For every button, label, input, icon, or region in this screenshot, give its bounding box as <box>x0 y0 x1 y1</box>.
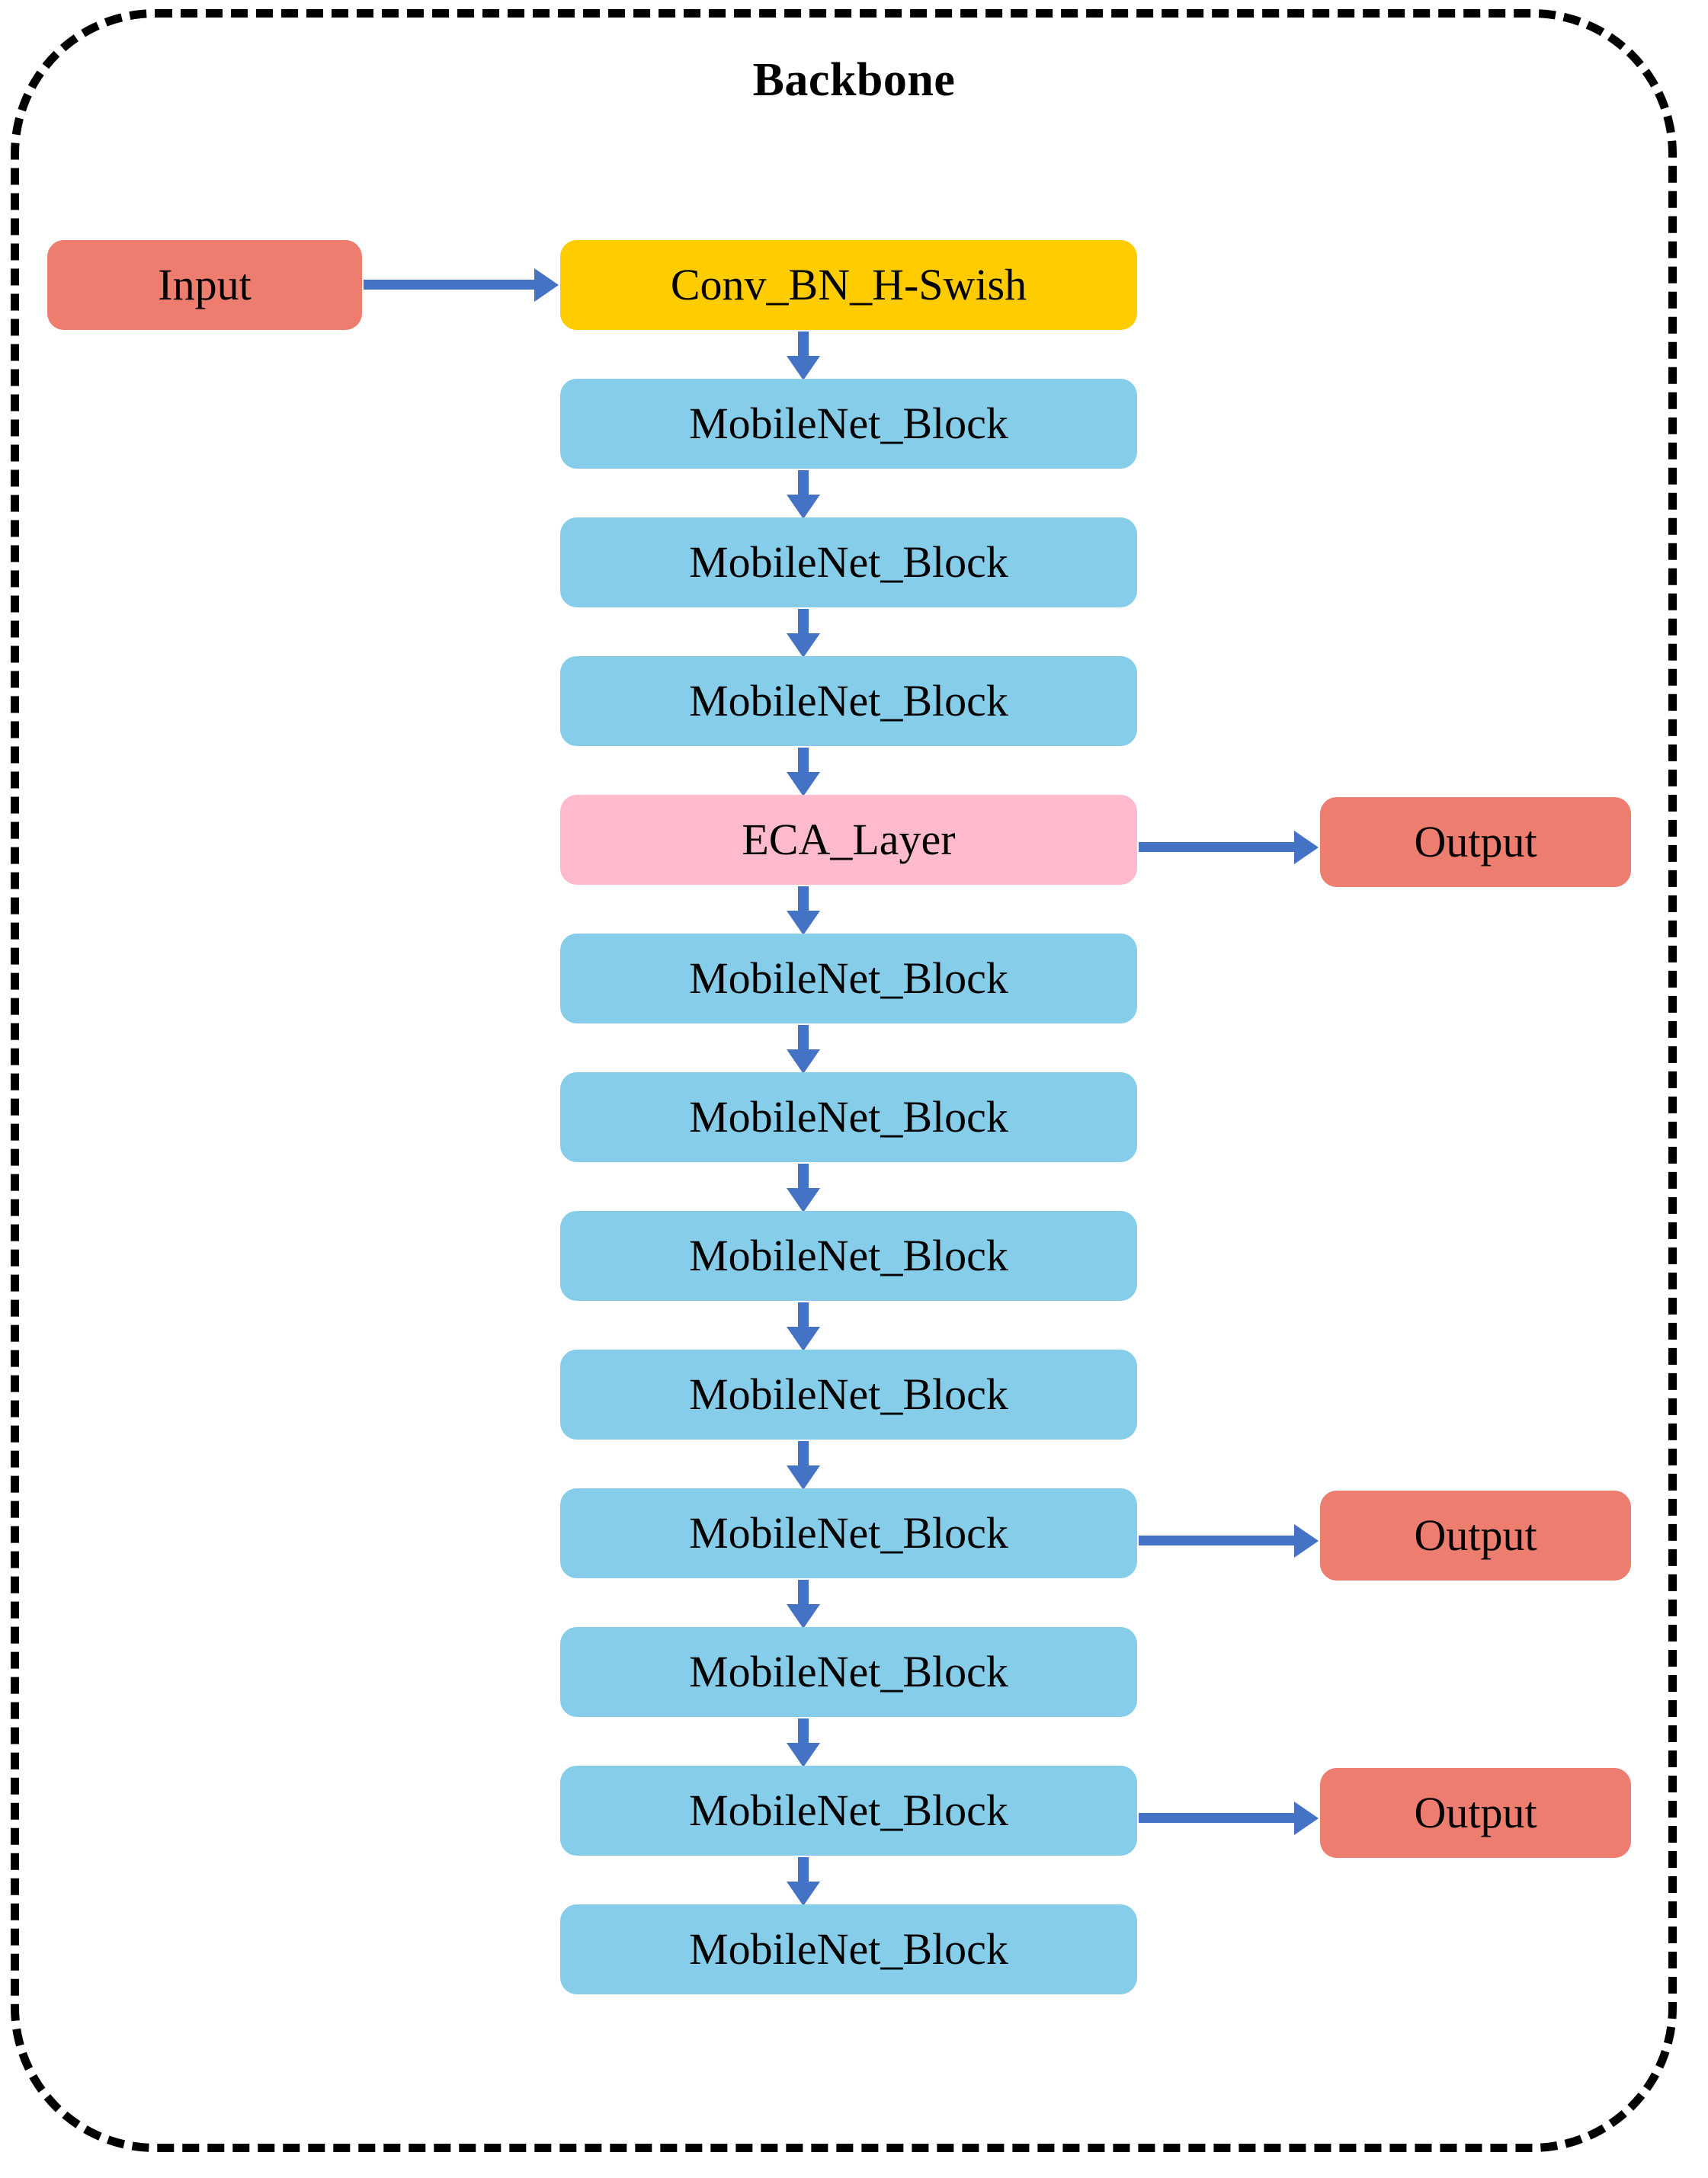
node-mobilenet-block-3[interactable]: MobileNet_Block <box>560 656 1137 746</box>
node-mobilenet-block-6[interactable]: MobileNet_Block <box>560 1211 1137 1301</box>
arrow-input-to-conv <box>364 280 536 290</box>
arrow-eca-to-output1 <box>1139 842 1296 852</box>
node-mobilenet-block-2[interactable]: MobileNet_Block <box>560 517 1137 607</box>
arrow-block4-to-block5 <box>798 1025 809 1051</box>
node-mobilenet-block-11[interactable]: MobileNet_Block <box>560 1904 1137 1994</box>
node-output-1[interactable]: Output <box>1320 797 1631 887</box>
node-mobilenet-block-8[interactable]: MobileNet_Block <box>560 1488 1137 1578</box>
arrow-block11-to-output3 <box>1139 1813 1296 1823</box>
arrow-block5-to-block6 <box>798 1164 809 1190</box>
arrow-block2-to-block3 <box>798 609 809 635</box>
arrow-block1-to-block2 <box>798 470 809 496</box>
node-output-3[interactable]: Output <box>1320 1768 1631 1858</box>
arrow-block8-to-output2 <box>1139 1536 1296 1545</box>
node-input[interactable]: Input <box>47 240 362 330</box>
arrow-block8-to-block9 <box>798 1580 809 1606</box>
node-mobilenet-block-7[interactable]: MobileNet_Block <box>560 1350 1137 1440</box>
node-output-2[interactable]: Output <box>1320 1491 1631 1581</box>
node-eca-layer[interactable]: ECA_Layer <box>560 795 1137 885</box>
node-mobilenet-block-5[interactable]: MobileNet_Block <box>560 1072 1137 1162</box>
node-mobilenet-block-9[interactable]: MobileNet_Block <box>560 1627 1137 1717</box>
arrow-block6-to-block7 <box>798 1302 809 1328</box>
arrow-conv-to-block1 <box>798 332 809 357</box>
node-mobilenet-block-1[interactable]: MobileNet_Block <box>560 379 1137 469</box>
arrow-block10-to-block11 <box>798 1857 809 1883</box>
arrow-eca-to-block4 <box>798 886 809 912</box>
node-conv-bn-hswish[interactable]: Conv_BN_H-Swish <box>560 240 1137 330</box>
arrow-block7-to-block8 <box>798 1441 809 1467</box>
arrow-block9-to-block10 <box>798 1718 809 1744</box>
diagram-title: Backbone <box>752 54 956 106</box>
node-mobilenet-block-4[interactable]: MobileNet_Block <box>560 934 1137 1023</box>
node-mobilenet-block-10[interactable]: MobileNet_Block <box>560 1766 1137 1856</box>
arrow-block3-to-eca <box>798 748 809 774</box>
